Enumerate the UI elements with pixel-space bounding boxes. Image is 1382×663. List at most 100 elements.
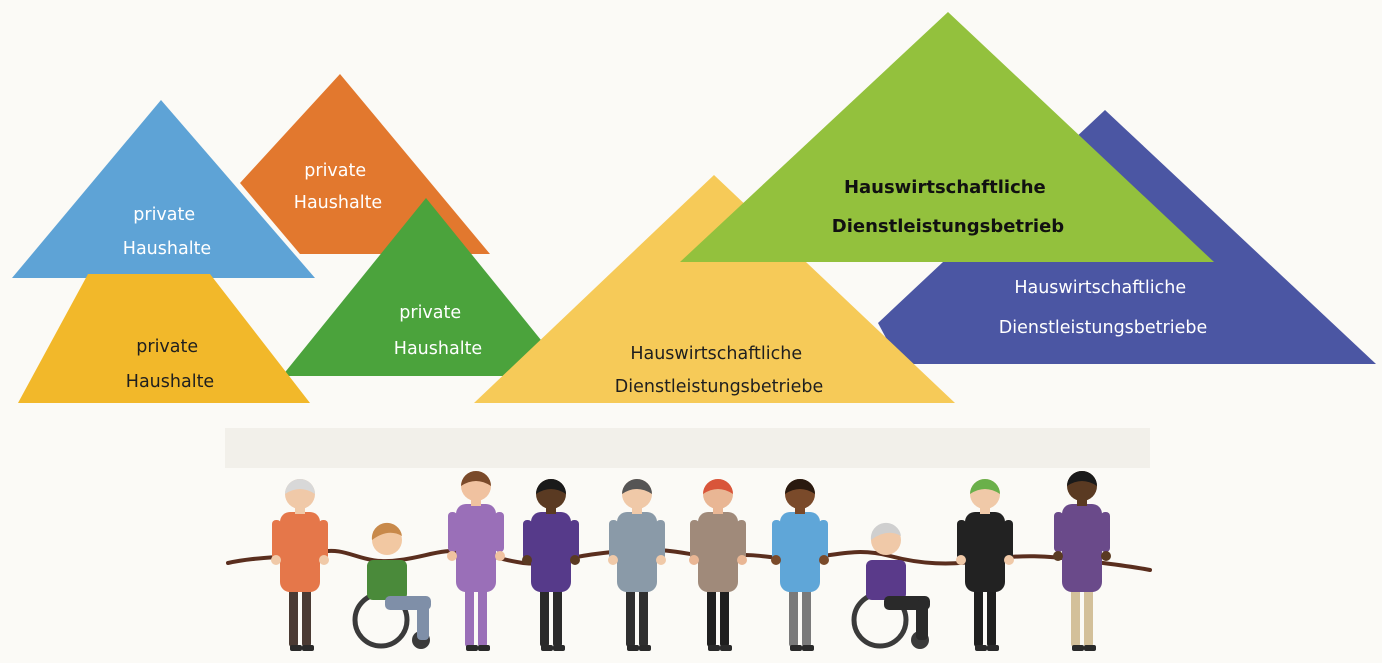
right-arm	[656, 520, 665, 560]
hair	[703, 479, 733, 494]
right-arm	[1101, 512, 1110, 552]
triangle-orange-line1: private	[304, 161, 366, 181]
triangle-navy-line2: Dienstleistungsbetriebe	[999, 318, 1208, 338]
left-hand	[522, 555, 532, 565]
right-arm	[319, 520, 328, 560]
right-leg	[302, 585, 311, 647]
left-hand	[771, 555, 781, 565]
left-arm	[1054, 512, 1063, 552]
hair	[461, 471, 491, 486]
left-leg	[289, 585, 298, 647]
triangle-orange-line2: Haushalte	[294, 193, 382, 213]
right-shoe	[478, 645, 490, 651]
right-shoe	[987, 645, 999, 651]
triangle-green: private Haushalte	[282, 198, 545, 376]
left-shoe	[466, 645, 478, 651]
triangle-light-yellow-line1: Hauswirtschaftliche	[630, 344, 802, 364]
person-elderly-woman	[271, 479, 329, 651]
torso	[866, 560, 906, 600]
triangle-blue: private Haushalte	[12, 100, 315, 278]
right-hand	[495, 551, 505, 561]
right-hand	[656, 555, 666, 565]
triangle-yellow-line1: private	[136, 337, 198, 357]
right-leg	[1084, 585, 1093, 647]
left-shoe	[975, 645, 987, 651]
triangle-light-yellow-line2: Dienstleistungsbetriebe	[615, 377, 824, 397]
torso	[1062, 504, 1102, 592]
left-hand	[1053, 551, 1063, 561]
right-leg	[478, 585, 487, 647]
left-shoe	[708, 645, 720, 651]
right-hand	[819, 555, 829, 565]
triangle-green-line2: Haushalte	[394, 339, 482, 359]
torso	[617, 512, 657, 592]
right-leg	[987, 585, 996, 647]
right-shoe	[802, 645, 814, 651]
right-shoe	[720, 645, 732, 651]
hair	[536, 479, 566, 494]
left-leg	[465, 585, 474, 647]
person-man-cap	[522, 479, 580, 651]
left-arm	[448, 512, 457, 552]
torso	[367, 560, 407, 600]
shins	[417, 600, 429, 640]
right-leg	[639, 585, 648, 647]
person-blind-man	[608, 479, 666, 651]
hair	[285, 479, 315, 494]
svg-text:private Haushalte: private Haushalte	[123, 205, 211, 259]
triangle-lime-line1: Hauswirtschaftliche	[844, 177, 1046, 198]
right-hand	[319, 555, 329, 565]
triangle-orange: private Haushalte	[240, 74, 490, 254]
triangle-navy-line1: Hauswirtschaftliche	[1014, 278, 1186, 298]
triangle-light-yellow: Hauswirtschaftliche Dienstleistungsbetri…	[474, 175, 955, 403]
right-leg	[553, 585, 562, 647]
right-shoe	[553, 645, 565, 651]
hair	[870, 522, 901, 540]
right-hand	[570, 555, 580, 565]
torso	[965, 512, 1005, 592]
torso	[780, 512, 820, 592]
triangle-yellow: private Haushalte	[18, 274, 310, 403]
left-arm	[272, 520, 281, 560]
right-shoe	[639, 645, 651, 651]
left-hand	[271, 555, 281, 565]
person-woman-child	[771, 479, 829, 651]
right-arm	[570, 520, 579, 560]
svg-text:Hauswirtschaftliche Dien: Hauswirtschaftliche Dienstleistungsbetri…	[832, 177, 1064, 237]
left-hand	[956, 555, 966, 565]
left-leg	[974, 585, 983, 647]
right-shoe	[302, 645, 314, 651]
ground-band	[225, 428, 1150, 468]
torso	[456, 504, 496, 592]
person-punk	[956, 479, 1014, 651]
left-leg	[707, 585, 716, 647]
triangle-green-line1: private	[399, 303, 461, 323]
right-arm	[1004, 520, 1013, 560]
left-hand	[447, 551, 457, 561]
hair	[622, 479, 652, 494]
hair	[371, 522, 402, 540]
triangle-yellow-line2: Haushalte	[126, 372, 214, 392]
left-hand	[608, 555, 618, 565]
svg-text:private Haushalte: private Haushalte	[294, 161, 382, 213]
svg-text:Hauswirtschaftliche Dien: Hauswirtschaftliche Dienstleistungsbetri…	[999, 278, 1208, 338]
triangle-lime-line2: Dienstleistungsbetrieb	[832, 216, 1064, 237]
right-arm	[819, 520, 828, 560]
person-woman-dress	[447, 471, 505, 651]
right-arm	[495, 512, 504, 552]
left-arm	[772, 520, 781, 560]
right-hand	[1101, 551, 1111, 561]
person-man-afro	[1053, 471, 1111, 651]
left-arm	[523, 520, 532, 560]
hair	[785, 479, 815, 494]
triangle-lime: Hauswirtschaftliche Dienstleistungsbetri…	[680, 12, 1214, 262]
shins	[916, 600, 928, 640]
left-shoe	[290, 645, 302, 651]
left-leg	[540, 585, 549, 647]
right-leg	[802, 585, 811, 647]
person-wheelchair-elder	[851, 522, 930, 649]
left-shoe	[627, 645, 639, 651]
svg-text:private Haushalte: private Haushalte	[126, 337, 214, 392]
right-leg	[720, 585, 729, 647]
svg-text:Hauswirtschaftliche Dien: Hauswirtschaftliche Dienstleistungsbetri…	[615, 344, 824, 397]
